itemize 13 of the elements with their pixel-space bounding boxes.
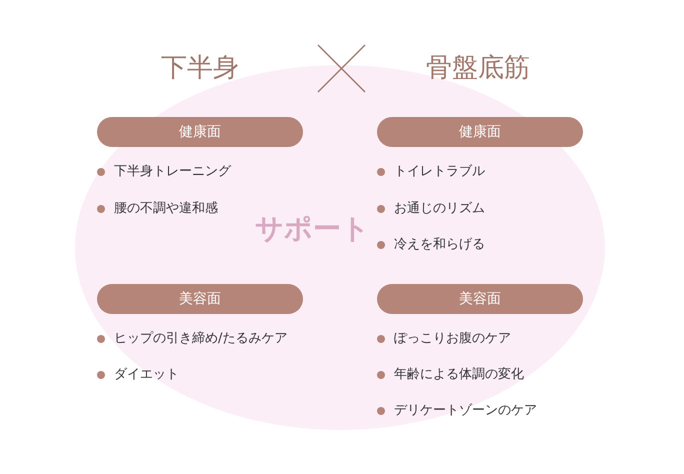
list-item: デリケートゾーンのケア [394,402,537,420]
list-item: 年齢による体調の変化 [394,366,524,384]
list-item: お通じのリズム [394,200,485,218]
list-item: 冷えを和らげる [394,236,485,254]
list-item: ぽっこりお腹のケア [394,330,511,348]
heading: 骨盤底筋 [426,52,530,85]
list-item: 腰の不調や違和感 [114,200,218,218]
watermark-text: サポート [255,213,370,245]
list-item: トイレトラブル [394,163,485,181]
heading: 下半身 [161,52,239,85]
list-item: ダイエット [114,366,179,384]
list-item: 下半身トレーニング [114,163,231,181]
list-item: ヒップの引き締め/たるみケア [114,330,288,348]
